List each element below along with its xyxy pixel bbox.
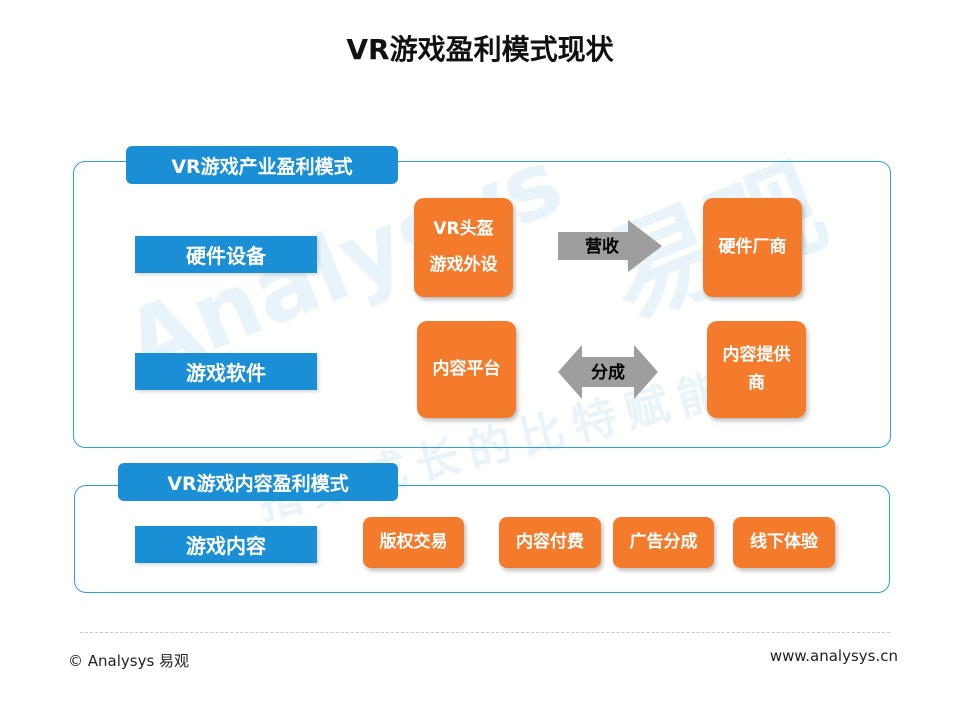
revenue-arrow-label: 营收 xyxy=(585,236,619,257)
node-content-platform-label: 内容平台 xyxy=(432,358,501,379)
node-content-provider: 内容提供 商 xyxy=(707,321,806,418)
page-title: VR游戏盈利模式现状 xyxy=(346,33,614,66)
row-label-software: 游戏软件 xyxy=(135,353,317,390)
content-item-ad-share-label: 广告分成 xyxy=(629,531,698,552)
content-item-paid: 内容付费 xyxy=(499,517,601,568)
row-label-game-content: 游戏内容 xyxy=(135,526,317,563)
node-vr-headset-line1: VR头盔 xyxy=(433,219,494,240)
content-panel-label: VR游戏内容盈利模式 xyxy=(118,463,398,501)
content-panel xyxy=(74,485,890,593)
node-hardware-vendor-label: 硬件厂商 xyxy=(718,236,787,257)
content-item-paid-label: 内容付费 xyxy=(516,531,584,552)
node-vr-headset-line2: 游戏外设 xyxy=(429,254,498,275)
industry-panel-label: VR游戏产业盈利模式 xyxy=(126,146,398,184)
row-label-hardware: 硬件设备 xyxy=(135,236,317,273)
content-item-ad-share: 广告分成 xyxy=(613,517,714,568)
node-hardware-vendor: 硬件厂商 xyxy=(703,198,802,297)
node-content-provider-line2: 商 xyxy=(748,372,765,393)
node-vr-headset: VR头盔 游戏外设 xyxy=(414,198,513,297)
content-item-copyright: 版权交易 xyxy=(363,517,464,568)
node-content-platform: 内容平台 xyxy=(417,321,516,418)
industry-panel xyxy=(73,161,891,448)
revenue-arrow: 营收 xyxy=(558,220,662,272)
footer-divider xyxy=(80,632,890,633)
footer-copyright: © Analysys 易观 xyxy=(68,652,190,670)
share-arrow: 分成 xyxy=(558,345,658,399)
node-content-provider-line1: 内容提供 xyxy=(722,345,791,366)
content-item-copyright-label: 版权交易 xyxy=(379,531,448,552)
content-item-offline: 线下体验 xyxy=(733,517,835,568)
content-item-offline-label: 线下体验 xyxy=(750,531,818,552)
footer-website[interactable]: www.analysys.cn xyxy=(769,647,898,665)
share-arrow-label: 分成 xyxy=(591,362,625,383)
